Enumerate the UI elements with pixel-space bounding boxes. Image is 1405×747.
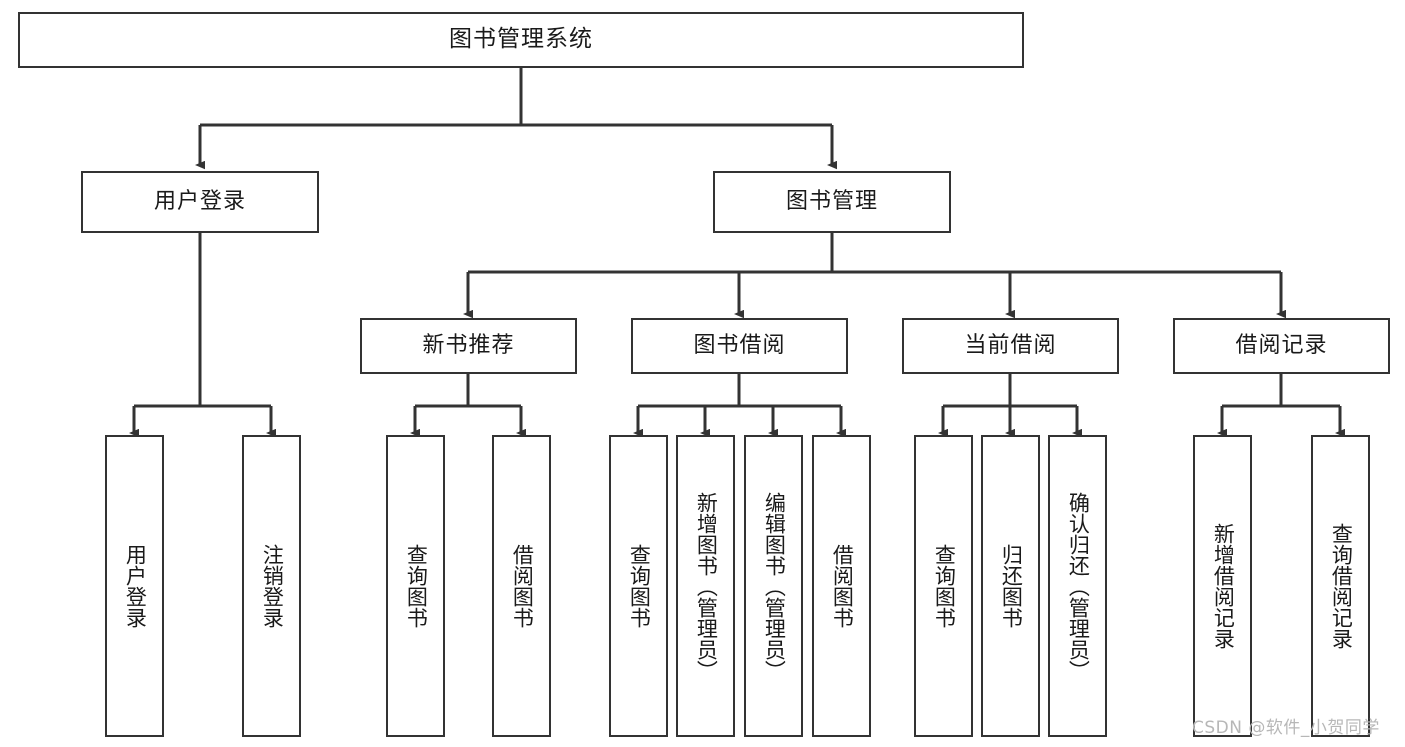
leaf-label: 查询借阅记录 — [1329, 523, 1354, 649]
node-root-book-management-system[interactable]: 图书管理系统 — [18, 12, 1024, 68]
leaf-label: 查询图书 — [627, 544, 652, 628]
node-borrow-record[interactable]: 借阅记录 — [1173, 318, 1390, 374]
leaf-label: 注销登录 — [260, 544, 285, 628]
leaf-label: 归还图书 — [999, 544, 1024, 628]
leaf-query-borrow-record[interactable]: 查询借阅记录 — [1311, 435, 1370, 737]
leaf-user-logout[interactable]: 注销登录 — [242, 435, 301, 737]
leaf-borrow-book-borrow[interactable]: 借阅图书 — [812, 435, 871, 737]
csdn-watermark: CSDN @软件_小贺同学 — [1192, 718, 1380, 738]
leaf-query-book-current[interactable]: 查询图书 — [914, 435, 973, 737]
leaf-label: 用户登录 — [123, 544, 148, 628]
leaf-label: 新增图书（管理员） — [694, 491, 719, 681]
leaf-label: 新增借阅记录 — [1211, 523, 1236, 649]
leaf-edit-book-admin[interactable]: 编辑图书（管理员） — [744, 435, 803, 737]
leaf-borrow-book-recommend[interactable]: 借阅图书 — [492, 435, 551, 737]
leaf-label: 查询图书 — [932, 544, 957, 628]
node-book-management[interactable]: 图书管理 — [713, 171, 951, 233]
leaf-user-login[interactable]: 用户登录 — [105, 435, 164, 737]
node-current-borrow[interactable]: 当前借阅 — [902, 318, 1119, 374]
leaf-query-book-recommend[interactable]: 查询图书 — [386, 435, 445, 737]
leaf-label: 借阅图书 — [830, 544, 855, 628]
node-book-borrow[interactable]: 图书借阅 — [631, 318, 848, 374]
leaf-add-borrow-record[interactable]: 新增借阅记录 — [1193, 435, 1252, 737]
leaf-label: 确认归还（管理员） — [1066, 491, 1091, 681]
leaf-label: 编辑图书（管理员） — [762, 491, 787, 681]
leaf-add-book-admin[interactable]: 新增图书（管理员） — [676, 435, 735, 737]
leaf-confirm-return-admin[interactable]: 确认归还（管理员） — [1048, 435, 1107, 737]
leaf-label: 借阅图书 — [510, 544, 535, 628]
leaf-label: 查询图书 — [404, 544, 429, 628]
leaf-return-book[interactable]: 归还图书 — [981, 435, 1040, 737]
node-user-login[interactable]: 用户登录 — [81, 171, 319, 233]
leaf-query-book-borrow[interactable]: 查询图书 — [609, 435, 668, 737]
node-new-book-recommend[interactable]: 新书推荐 — [360, 318, 577, 374]
